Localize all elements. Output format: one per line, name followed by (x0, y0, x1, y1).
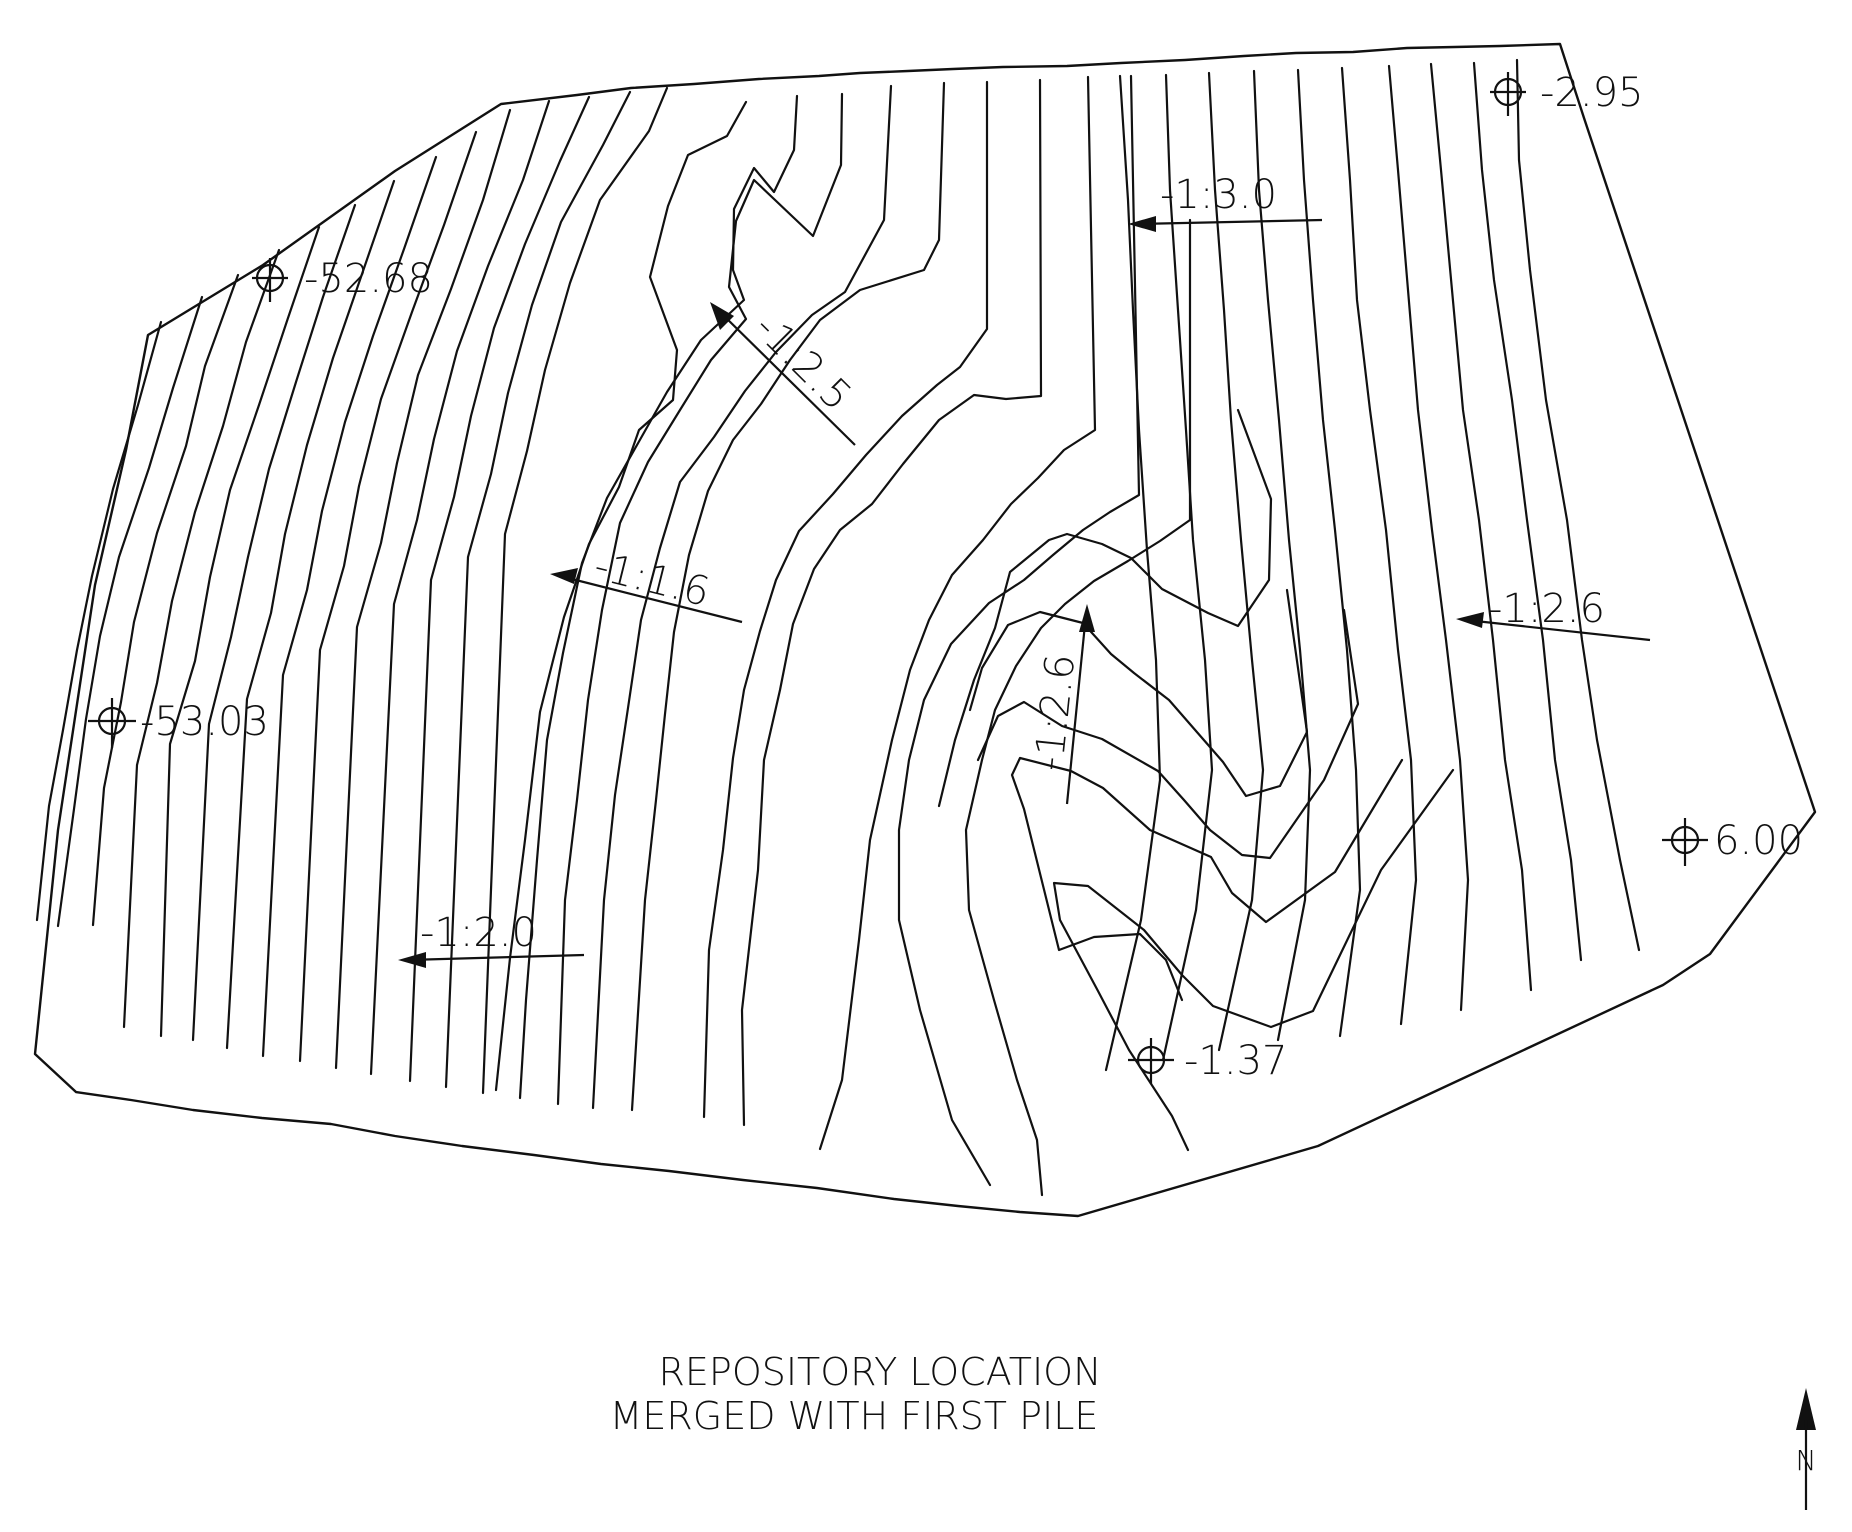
contour-line (298, 130, 478, 1063)
contour-lines (35, 86, 669, 1095)
contour-lines-central (494, 74, 1192, 1197)
contour-line (1252, 69, 1312, 1042)
spot-elevation-label: 6.00 (1714, 818, 1803, 864)
slope-label: -1:2.6 (1026, 652, 1084, 773)
contour-line (518, 94, 799, 1100)
spot-elevation: -2.95 (1490, 70, 1644, 116)
contour-line (91, 273, 240, 927)
contour-line (1161, 73, 1214, 1062)
slope-arrow: -1:2.6 (1456, 586, 1651, 642)
slope-arrow: -1:2.5 (710, 302, 860, 446)
slope-arrow-line (1465, 618, 1651, 642)
drawing-title-line1: REPOSITORY LOCATION (658, 1350, 1101, 1394)
contour-line (702, 80, 989, 1119)
contour-line (740, 78, 1043, 1127)
contour-line (1207, 71, 1265, 1052)
contour-line (444, 90, 632, 1089)
contour-line (191, 203, 357, 1042)
contour-line (35, 320, 163, 922)
spot-elevation-label: -53.03 (140, 699, 269, 745)
contour-line (591, 84, 893, 1110)
site-boundary (33, 42, 1817, 1218)
contour-line (159, 225, 321, 1038)
slope-arrow-line (559, 574, 743, 624)
spot-elevation-label: -2.95 (1540, 70, 1644, 116)
slope-arrow-head-icon (710, 302, 734, 330)
slope-label: -1:2.6 (1488, 586, 1605, 632)
contour-line (122, 248, 281, 1029)
contour-line (1387, 64, 1470, 1012)
north-arrow: N (1796, 1388, 1817, 1510)
contour-line (369, 99, 551, 1076)
slope-arrow-line (407, 953, 585, 962)
contour-line (481, 86, 669, 1095)
spot-elevation: 6.00 (1662, 818, 1803, 866)
contour-line (968, 588, 1309, 798)
slope-arrow-line (716, 308, 856, 446)
slope-arrow-head-icon (550, 568, 578, 584)
slope-arrow-head-icon (398, 952, 426, 968)
slope-arrow: -1:3.0 (1128, 172, 1323, 232)
contour-line (976, 608, 1360, 860)
slope-arrow-head-icon (1128, 216, 1156, 232)
contour-line (1340, 66, 1418, 1026)
contour-line (408, 95, 591, 1083)
slope-arrow-line (1065, 613, 1088, 805)
slope-label: -1:1.6 (590, 543, 715, 616)
contour-line (630, 81, 946, 1112)
contour-line (1472, 61, 1583, 962)
slope-arrow-line (1137, 218, 1323, 226)
contour-line (937, 408, 1273, 808)
contour-line (261, 155, 438, 1058)
north-arrow-head-icon (1796, 1388, 1816, 1430)
contour-line (1010, 756, 1404, 1002)
slope-label: -1:3.0 (1160, 172, 1277, 218)
spot-elevation: -1.37 (1128, 1038, 1288, 1084)
contour-line (1052, 768, 1455, 1152)
slope-arrow: -1:2.0 (398, 910, 585, 968)
drawing-title-line2: MERGED WITH FIRST PILE (610, 1394, 1099, 1438)
contour-line (1429, 62, 1533, 992)
spot-elevation-label: -1.37 (1184, 1038, 1288, 1084)
contour-lines-inner (937, 408, 1455, 1152)
contour-line (964, 218, 1192, 1197)
slope-label: -1:2.0 (420, 910, 537, 956)
contour-line (818, 75, 1097, 1151)
spot-elevation: -53.03 (88, 698, 269, 748)
spot-elevation-label: -52.68 (304, 256, 433, 302)
slope-arrow-head-icon (1079, 604, 1095, 632)
contour-line (494, 100, 748, 1092)
slope-arrow-head-icon (1456, 612, 1484, 628)
contour-line (225, 179, 396, 1050)
contour-line (897, 74, 1141, 1187)
contour-line (1515, 58, 1641, 952)
north-arrow-label: N (1796, 1444, 1817, 1477)
contour-line (56, 295, 204, 928)
contour-line (556, 92, 844, 1106)
contour-line (334, 108, 512, 1070)
spot-elevation: -52.68 (252, 256, 433, 302)
